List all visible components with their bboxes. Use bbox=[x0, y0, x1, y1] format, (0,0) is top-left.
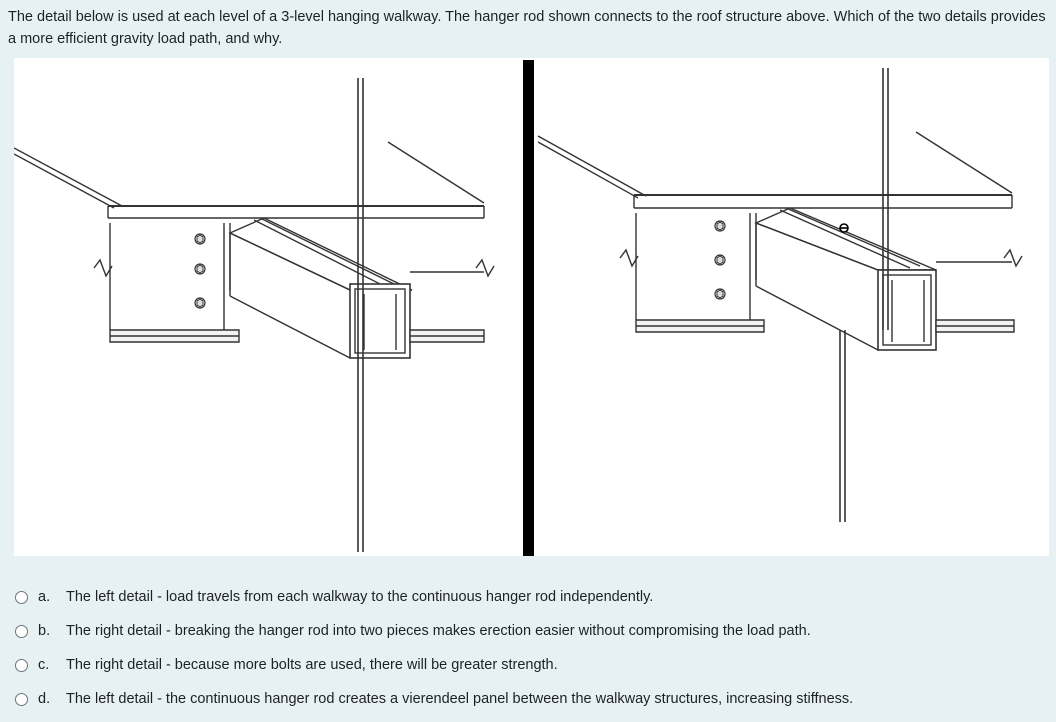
option-text[interactable]: The left detail - load travels from each… bbox=[66, 589, 654, 605]
radio-button-a[interactable] bbox=[15, 591, 28, 604]
details-drawing bbox=[14, 60, 1023, 556]
answer-option-a[interactable]: a. The left detail - load travels from e… bbox=[14, 584, 1044, 618]
left-detail bbox=[14, 78, 495, 552]
answer-option-d[interactable]: d. The left detail - the continuous hang… bbox=[14, 686, 1044, 720]
option-letter: b. bbox=[38, 623, 51, 639]
answer-options: a. The left detail - load travels from e… bbox=[14, 584, 1044, 720]
answer-option-b[interactable]: b. The right detail - breaking the hange… bbox=[14, 618, 1044, 652]
option-letter: a. bbox=[38, 589, 51, 605]
answer-option-c[interactable]: c. The right detail - because more bolts… bbox=[14, 652, 1044, 686]
connection-details-figure bbox=[14, 58, 1049, 556]
option-letter: d. bbox=[38, 691, 51, 707]
option-text[interactable]: The right detail - breaking the hanger r… bbox=[66, 623, 811, 639]
option-letter: c. bbox=[38, 657, 50, 673]
detail-divider bbox=[523, 60, 534, 556]
radio-button-b[interactable] bbox=[15, 625, 28, 638]
question-text: The detail below is used at each level o… bbox=[8, 9, 1046, 47]
radio-button-c[interactable] bbox=[15, 659, 28, 672]
radio-button-d[interactable] bbox=[15, 693, 28, 706]
option-text[interactable]: The right detail - because more bolts ar… bbox=[66, 657, 558, 673]
right-detail bbox=[537, 68, 1023, 522]
option-text[interactable]: The left detail - the continuous hanger … bbox=[66, 691, 854, 707]
